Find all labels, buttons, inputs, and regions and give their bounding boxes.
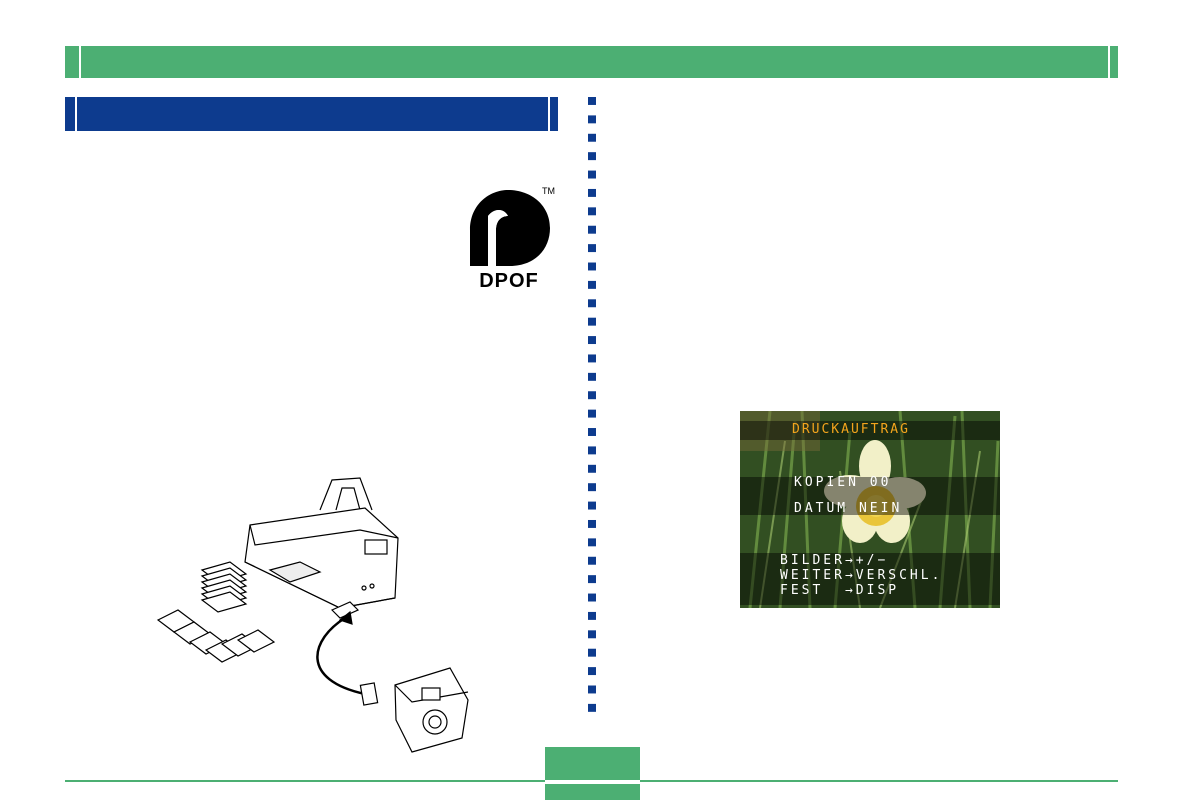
transfer-arrow — [317, 618, 365, 694]
dpof-logo: TM DPOF — [458, 186, 558, 292]
section-heading-inner — [75, 97, 550, 131]
lcd-copies-setting: KOPIEN 00 — [794, 475, 891, 490]
lcd-help-line-3: FEST →DISP — [780, 583, 899, 598]
camera-lcd-screen: DRUCKAUFTRAG KOPIEN 00 DATUM NEIN BILDER… — [740, 411, 1000, 608]
paper-stack-icon — [202, 562, 246, 612]
memory-card-icon — [360, 683, 377, 705]
loose-photos-icon — [158, 610, 274, 662]
trademark-label: TM — [542, 186, 555, 196]
column-divider — [588, 97, 596, 722]
chapter-header-bar — [65, 46, 1118, 78]
printer-icon — [245, 478, 398, 618]
section-heading-bar — [65, 97, 558, 131]
lcd-help-line-1: BILDER→+/− — [780, 553, 888, 568]
camera-icon — [395, 668, 468, 752]
lcd-title: DRUCKAUFTRAG — [792, 422, 910, 437]
chapter-header-inner — [79, 46, 1110, 78]
dpof-logo-text: DPOF — [464, 270, 554, 293]
lcd-help-line-2: WEITER→VERSCHL. — [780, 568, 942, 583]
page-number-tab — [545, 747, 640, 800]
printer-camera-illustration — [150, 470, 490, 765]
dpof-mark-icon — [458, 186, 558, 270]
lcd-date-setting: DATUM NEIN — [794, 501, 902, 516]
page-tab-gap — [545, 780, 640, 784]
